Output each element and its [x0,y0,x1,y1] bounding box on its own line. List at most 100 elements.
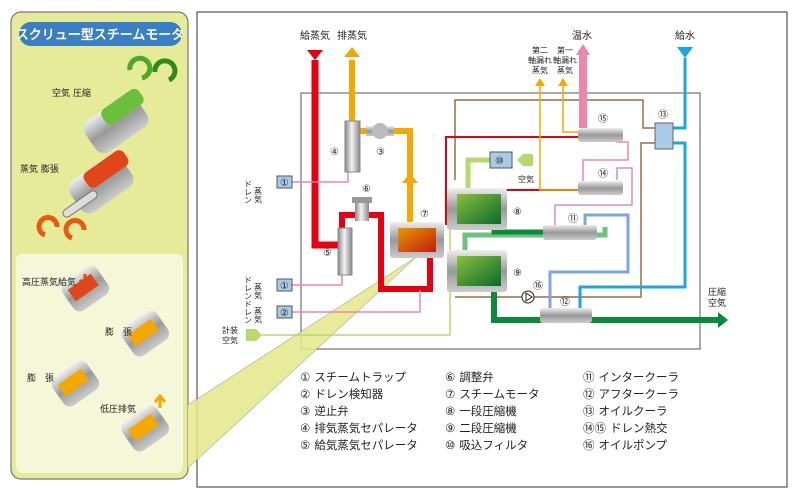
svg-text:④: ④ [330,147,339,158]
legend-label: 二段圧縮機 [459,421,517,435]
exhaust-separator-4 [344,120,361,173]
label-supply-steam: 給蒸気 [300,29,330,42]
leak1-arrow-icon [558,78,568,86]
label-steam-expansion: 蒸気 膨張 [20,163,59,175]
legend-number: ⑨ [445,421,455,435]
drain-heat-exchanger-14 [578,181,623,195]
legend-number: ⑬ [583,404,595,418]
hot-water-arrow-icon [576,44,590,55]
supply-steam-arrow-icon [307,50,323,60]
oil-lines [454,99,656,298]
legend-label: ドレン検知器 [314,387,383,401]
svg-text:①: ① [280,281,289,292]
leak2-arrow-icon [535,78,545,86]
legend-number: ② [300,387,310,401]
panel-title-pill [19,22,182,46]
legend-item: ⑨ 二段圧縮機 [445,421,517,435]
label-expansion-1: 膨 張 [105,326,132,338]
svg-text:②: ② [280,308,289,319]
svg-text:⑮: ⑮ [598,113,608,125]
svg-text:ドレン: ドレン [244,180,253,204]
legend-label: 調整弁 [459,370,494,384]
label-expansion-2: 膨 張 [27,372,54,384]
legend-number: ③ [300,404,310,418]
label-exhaust-steam: 排蒸気 [337,29,367,42]
steam-expansion-rotor-image [36,150,134,241]
legend-number: ④ [300,421,310,435]
drain-lines [292,60,633,313]
steam-trap-1a [276,175,293,189]
svg-text:⑯: ⑯ [533,280,543,292]
unit-frame [300,92,701,350]
svg-text:⑪: ⑪ [568,213,578,225]
label-lp-exhaust: 低圧排気 [100,403,136,415]
rotor-stage-images [51,265,170,452]
air-intake-arrow-icon [517,154,533,166]
supply-separator-5 [337,227,353,276]
svg-text:⑭: ⑭ [598,168,608,180]
legend-item: ⑧ 一段圧縮機 [445,404,517,418]
label-air: 空気 [518,174,534,184]
svg-text:計装: 計装 [222,325,238,335]
svg-text:軸漏れ: 軸漏れ [553,55,577,65]
legend-number: ⑫ [583,387,595,401]
legend-number: ⑦ [445,387,455,401]
diagram-frame [196,11,788,488]
legend-item: ⑫ アフタークーラ [583,387,679,401]
second-stage-compressor-9 [447,250,507,292]
oil-cooler-13 [654,122,674,150]
air-compression-rotor-image [83,55,178,154]
compressed-air-line [491,229,720,323]
check-valve-3 [366,123,394,139]
svg-text:蒸気: 蒸気 [532,65,548,75]
feed-water-arrow-icon [677,47,693,58]
svg-text:蒸気: 蒸気 [254,306,263,324]
svg-text:空気: 空気 [708,297,726,309]
svg-text:軸漏れ: 軸漏れ [528,55,552,65]
legend-number: ⑩ [445,438,455,452]
svg-text:ドレン: ドレン [244,276,253,300]
legend-label: アフタークーラ [599,387,680,401]
panel-title: スクリュー型スチームモータ [16,27,185,43]
legend-label: 吸込フィルタ [459,438,528,452]
svg-text:蒸気: 蒸気 [254,186,263,204]
label-hot-water: 温水 [572,30,592,42]
legend-label: 逆止弁 [314,404,349,418]
label-hp-steam-supply: 高圧蒸気給気 [22,276,76,288]
svg-text:①: ① [280,178,289,189]
compressed-air-arrow-icon [718,312,728,328]
legend-item: ③ 逆止弁 [300,404,349,418]
oil-pump-16 [521,290,535,304]
svg-text:ドレン: ドレン [244,300,253,324]
instrument-air-arrow-icon [246,329,262,341]
first-stage-compressor-8 [447,188,507,230]
legend-label: ドレン熱交 [610,421,668,435]
svg-text:第二: 第二 [532,45,548,55]
svg-text:蒸気: 蒸気 [254,282,263,300]
svg-text:③: ③ [376,147,385,158]
label-feed-water: 給水 [675,29,695,42]
svg-text:⑤: ⑤ [323,248,332,259]
svg-text:⑥: ⑥ [362,184,371,195]
svg-text:⑧: ⑧ [513,207,522,218]
label-air-compression: 空気 圧縮 [52,87,91,99]
legend-label: オイルポンプ [599,438,668,452]
legend-label: 一段圧縮機 [459,404,517,418]
svg-text:⑫: ⑫ [560,296,570,308]
svg-text:⑦: ⑦ [420,209,429,220]
legend-number: ⑤ [300,438,310,452]
regulating-valve-6 [352,197,372,221]
svg-text:⑬: ⑬ [658,109,668,121]
legend-item: ② ドレン検知器 [300,387,384,401]
legend-number: ① [300,370,310,384]
exhaust-steam-arrow-icon [344,47,360,57]
legend-number: ⑭⑮ [583,421,606,435]
screw-motor-panel: スクリュー型スチームモータ 空気 圧縮 蒸気 膨張 高圧蒸気給気 膨 張 膨 張… [10,11,189,480]
legend-number: ⑧ [445,404,455,418]
